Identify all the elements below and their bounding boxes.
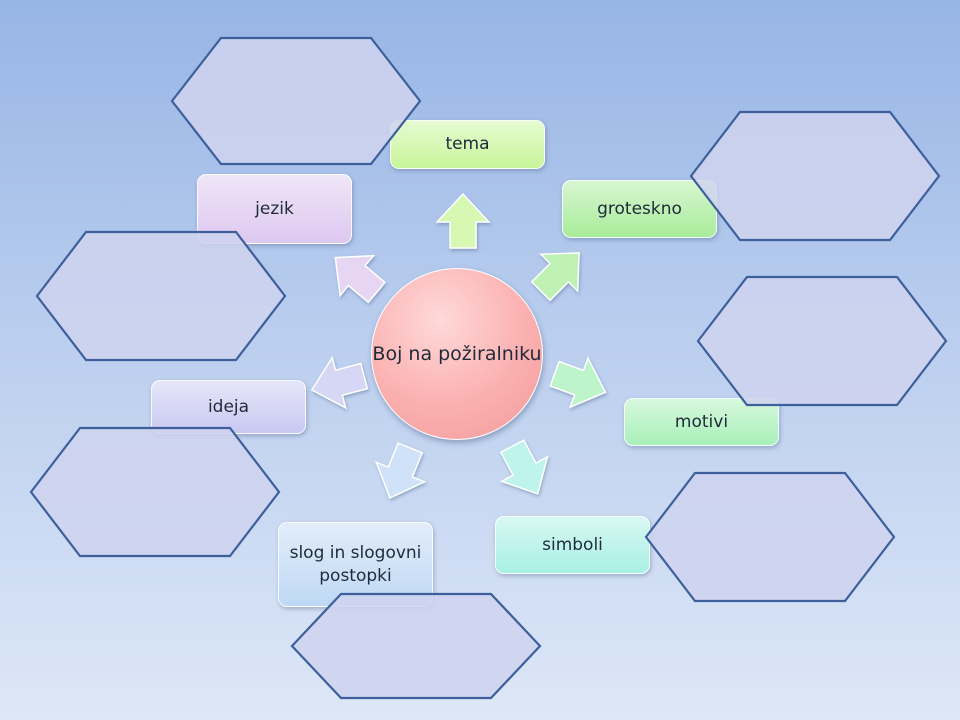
topic-box-tema: tema <box>390 120 545 169</box>
arrow-to-slog <box>374 442 427 500</box>
arrow-to-motivi <box>549 356 607 409</box>
arrow-to-tema <box>435 192 491 249</box>
topic-label-simboli: simboli <box>542 534 603 555</box>
topic-box-simboli: simboli <box>495 516 650 574</box>
central-topic-label: Boj na požiralniku <box>372 342 542 365</box>
arrow-to-groteskno <box>530 252 580 302</box>
topic-box-groteskno: groteskno <box>562 180 717 238</box>
topic-label-slog: slog in slogovni postopki <box>289 543 422 586</box>
topic-label-jezik: jezik <box>255 198 294 219</box>
arrow-to-simboli <box>499 439 549 495</box>
topic-box-slog: slog in slogovni postopki <box>278 522 433 607</box>
topic-label-motivi: motivi <box>674 411 729 432</box>
topic-label-groteskno: groteskno <box>597 198 682 219</box>
arrow-to-jezik <box>334 254 387 304</box>
topic-label-ideja: ideja <box>207 396 250 417</box>
central-topic: Boj na požiralniku <box>371 268 543 440</box>
topic-box-ideja: ideja <box>151 380 306 434</box>
arrow-to-ideja <box>310 355 369 410</box>
topic-label-tema: tema <box>445 134 490 155</box>
topic-box-motivi: motivi <box>624 398 779 446</box>
topic-box-jezik: jezik <box>197 174 352 244</box>
